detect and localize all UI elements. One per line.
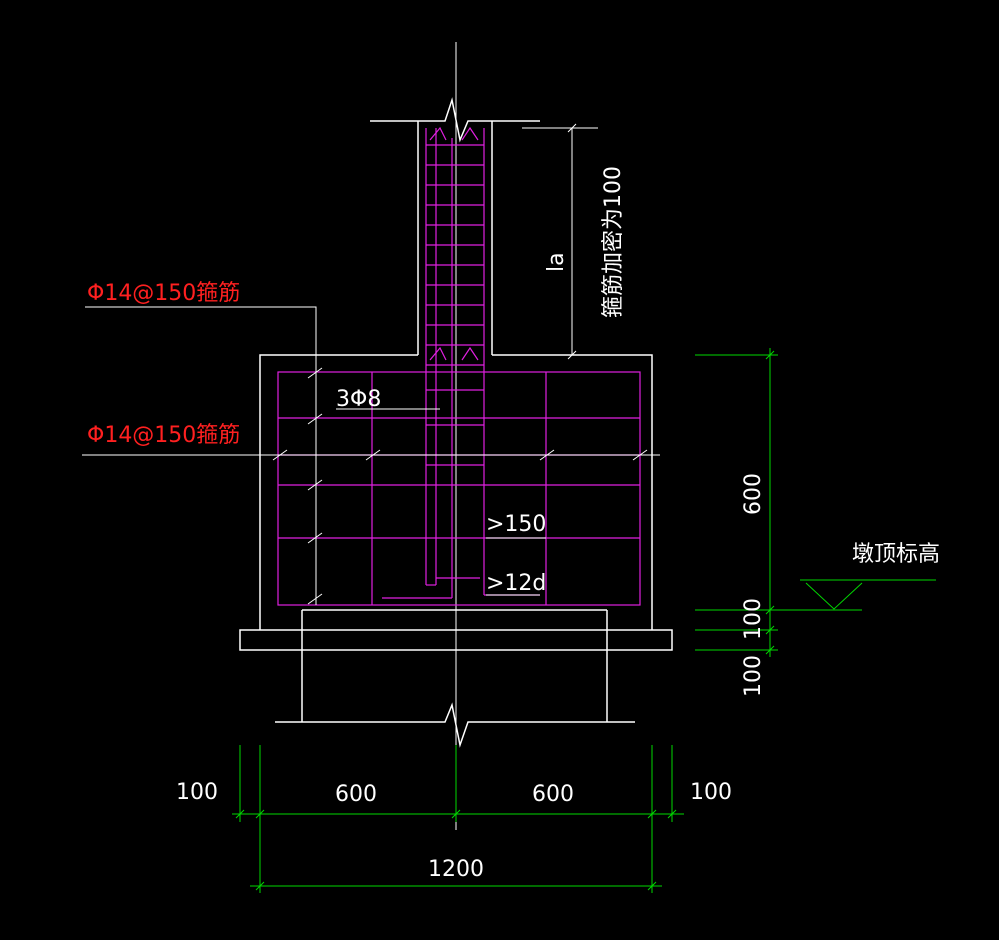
rebar-cage bbox=[277, 126, 641, 606]
width-100-right-label: 100 bbox=[690, 780, 732, 805]
stirrup-mid-label: Φ14@150箍筋 bbox=[87, 423, 240, 448]
rebar-tick-marks bbox=[272, 367, 648, 605]
vertical-dimensions bbox=[695, 348, 778, 657]
stirrup-top-label: Φ14@150箍筋 bbox=[87, 281, 240, 306]
stirrup-spacing-note: 箍筋加密为100 bbox=[601, 166, 626, 318]
la-dimension bbox=[522, 123, 598, 360]
leader-lines bbox=[82, 306, 660, 605]
width-600-left-label: 600 bbox=[335, 782, 377, 807]
la-label: la bbox=[544, 252, 569, 272]
concrete-outline bbox=[239, 97, 673, 748]
width-100-left-label: 100 bbox=[176, 780, 218, 805]
horizontal-dimensions bbox=[232, 745, 684, 893]
gt150-label: >150 bbox=[486, 512, 546, 537]
height-600-label: 600 bbox=[741, 473, 766, 515]
height-100-lower-label: 100 bbox=[741, 655, 766, 697]
bars-3phi8-label: 3Φ8 bbox=[336, 387, 381, 412]
gt12d-label: >12d bbox=[486, 571, 546, 596]
elevation-marker bbox=[778, 579, 936, 611]
width-600-right-label: 600 bbox=[532, 782, 574, 807]
pier-top-elevation-label: 墩顶标高 bbox=[852, 542, 940, 567]
height-100-upper-label: 100 bbox=[741, 598, 766, 640]
width-1200-label: 1200 bbox=[428, 857, 484, 882]
